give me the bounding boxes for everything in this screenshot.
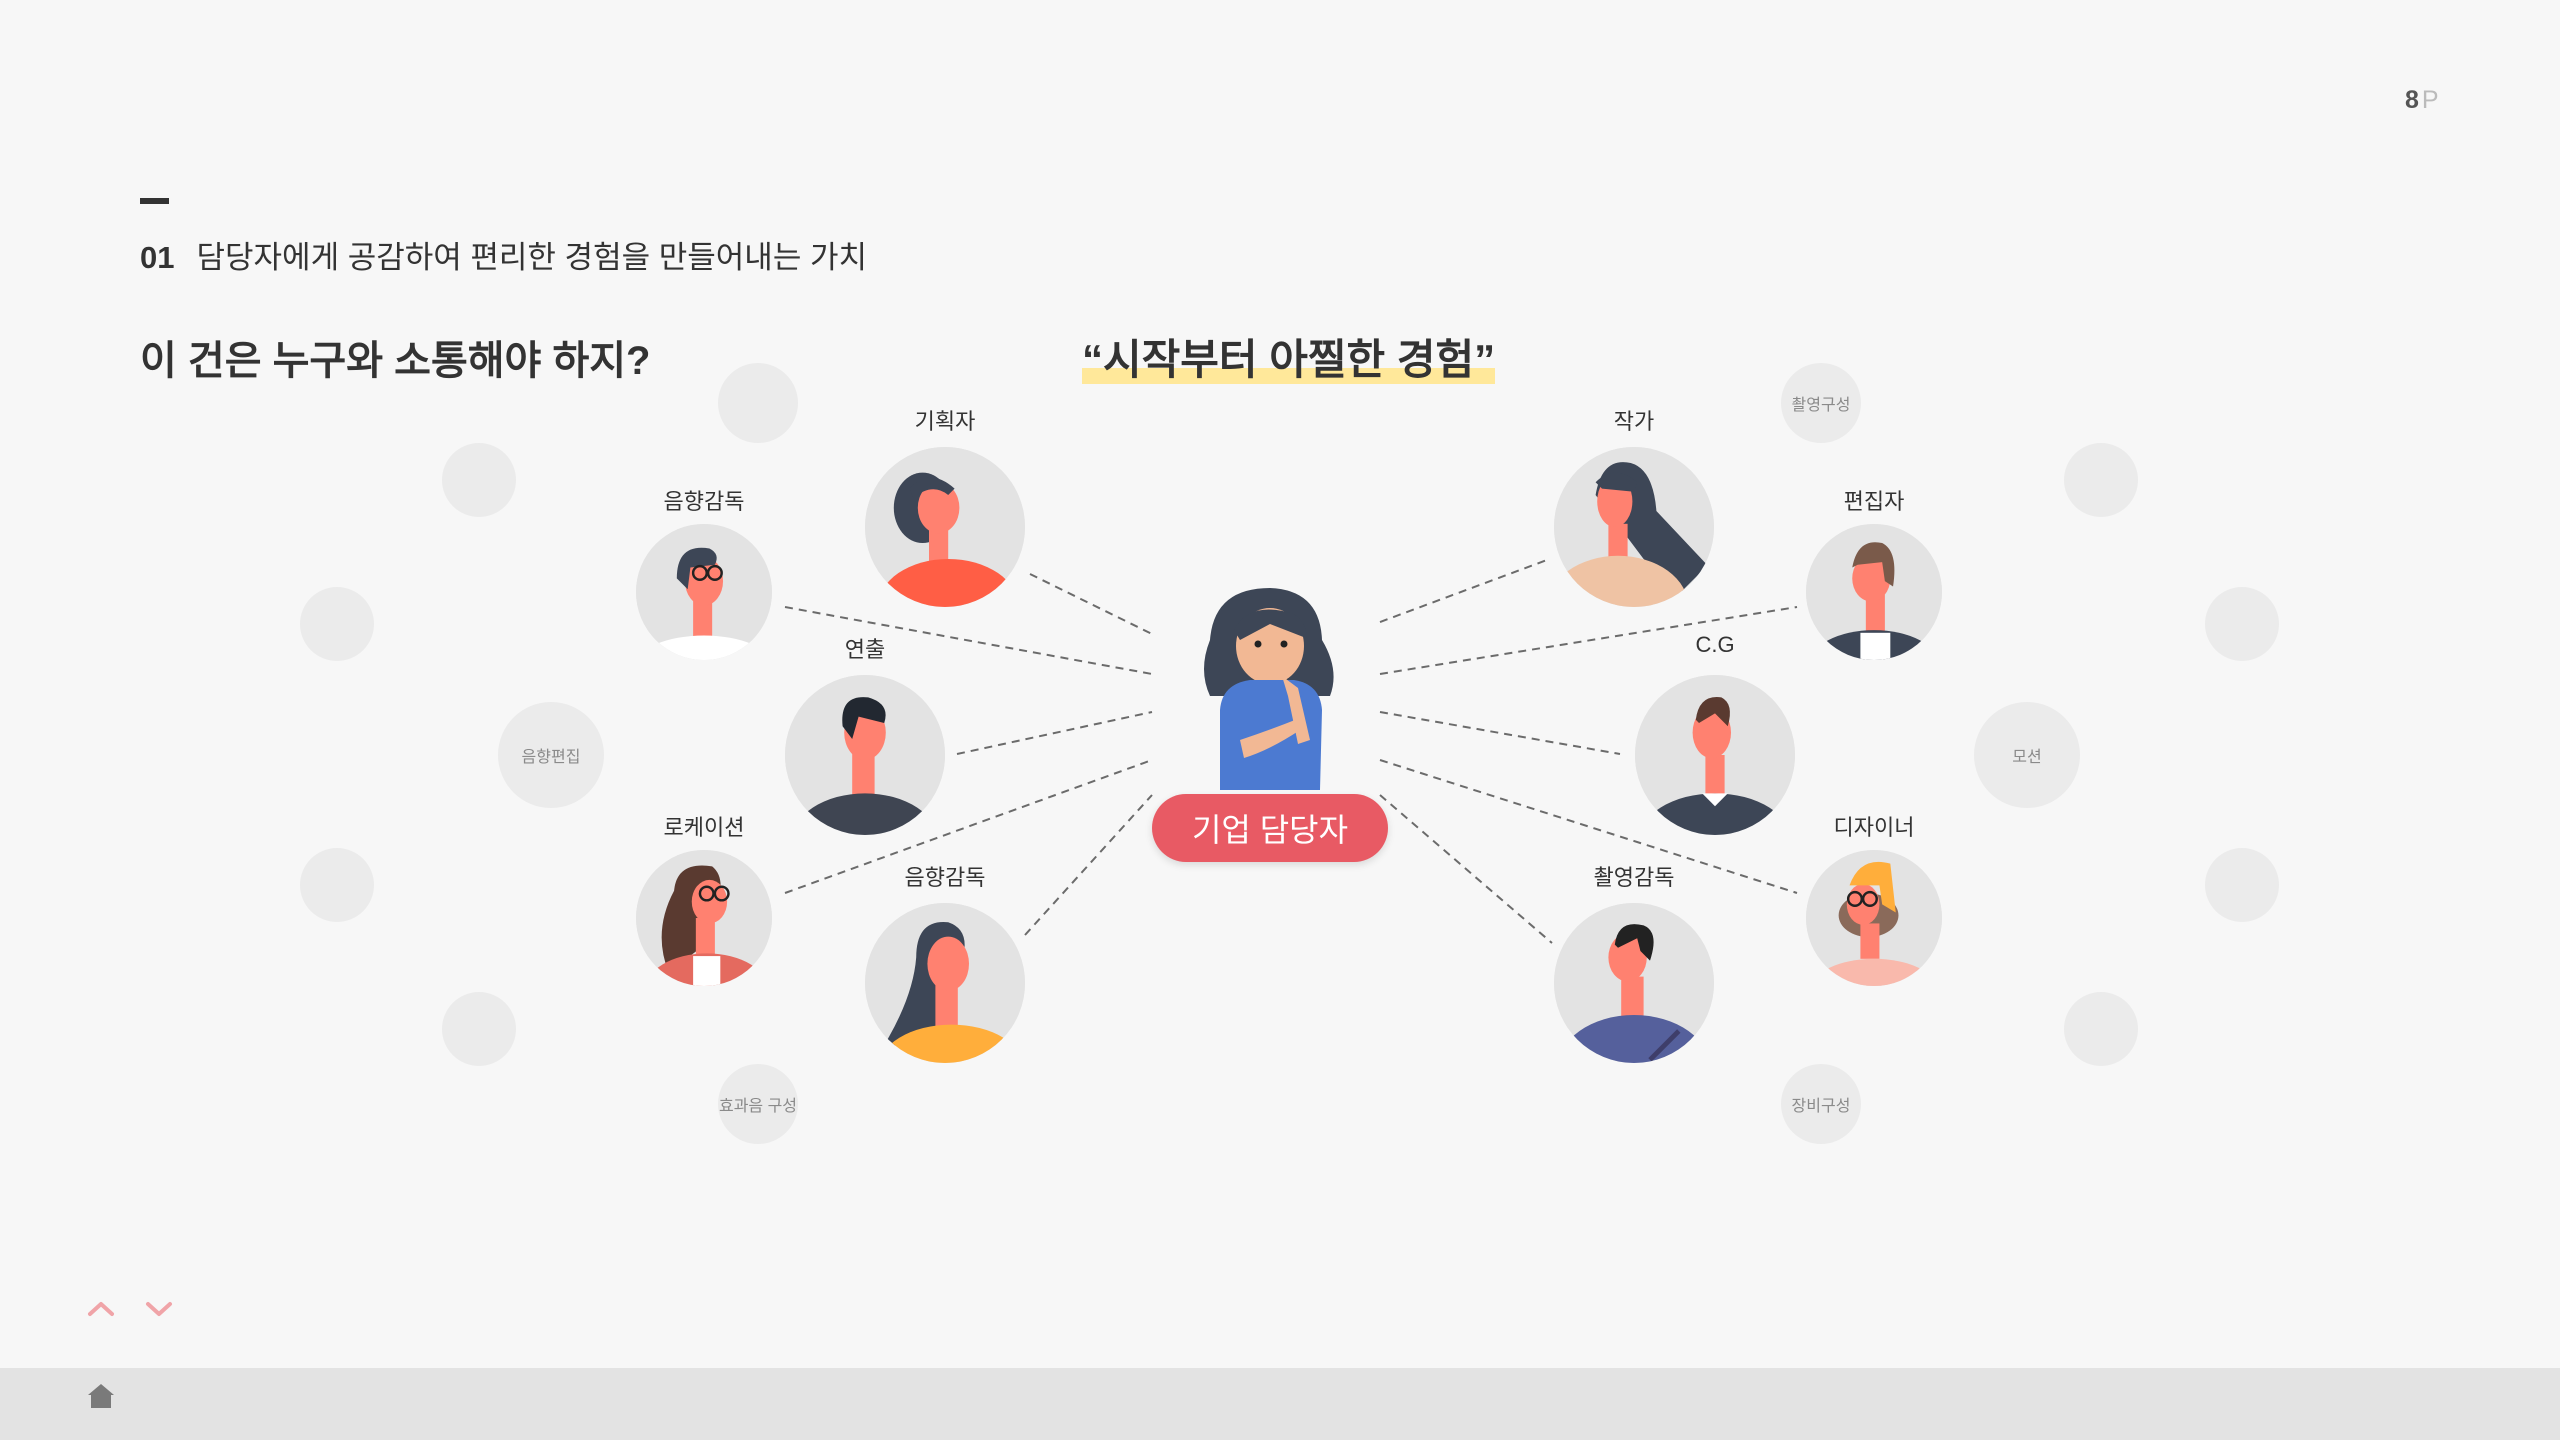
role-label-location: 로케이션 xyxy=(663,815,745,840)
ghost-tag-shoot-plan: 촬영구성 xyxy=(1781,363,1861,443)
avatar-planner[interactable] xyxy=(865,447,1025,607)
avatar-cg[interactable] xyxy=(1635,675,1795,835)
avatar-editor[interactable] xyxy=(1806,524,1942,660)
role-label-cg: C.G xyxy=(1695,632,1735,657)
question-heading: 이 건은 누구와 소통해야 하지? xyxy=(140,339,651,383)
avatar-location[interactable] xyxy=(636,850,772,986)
person-icon xyxy=(636,524,772,660)
avatar-sound-director-2[interactable] xyxy=(865,903,1025,1063)
role-label-sound-director-2: 음향감독 xyxy=(904,865,986,890)
quote-text: “시작부터 아찔한 경험” xyxy=(1082,336,1496,383)
ghost-tag-equipment: 장비구성 xyxy=(1781,1064,1861,1144)
avatar-cinematographer[interactable] xyxy=(1554,903,1714,1063)
corporate-manager-figure xyxy=(1204,588,1334,790)
person-icon xyxy=(1806,524,1942,660)
person-icon xyxy=(1554,447,1714,607)
chevron-up-icon[interactable] xyxy=(86,1296,116,1320)
corporate-manager-button[interactable]: 기업 담당자 xyxy=(1152,794,1388,862)
section-divider xyxy=(140,198,169,204)
avatar-writer[interactable] xyxy=(1554,447,1714,607)
ghost-circle xyxy=(2205,848,2279,922)
section-number: 01 xyxy=(140,240,175,275)
page-suffix: P xyxy=(2421,86,2439,114)
person-icon xyxy=(1635,675,1795,835)
role-label-director: 연출 xyxy=(844,637,886,662)
home-icon[interactable] xyxy=(86,1382,116,1410)
role-label-sound-director: 음향감독 xyxy=(663,489,745,514)
person-icon xyxy=(1554,903,1714,1063)
role-label-editor: 편집자 xyxy=(1843,489,1905,514)
role-label-cinematographer: 촬영감독 xyxy=(1593,865,1675,890)
avatar-sound-director[interactable] xyxy=(636,524,772,660)
person-icon xyxy=(865,447,1025,607)
avatar-designer[interactable] xyxy=(1806,850,1942,986)
ghost-circle xyxy=(2064,443,2138,517)
page-number-value: 8 xyxy=(2405,86,2419,114)
section-heading: 01 담당자에게 공감하여 편리한 경험을 만들어내는 가치 xyxy=(140,232,867,277)
ghost-tag-sound-edit: 음향편집 xyxy=(498,702,604,808)
ghost-tag-sfx: 효과음 구성 xyxy=(718,1064,798,1144)
ghost-circle xyxy=(300,587,374,661)
role-label-writer: 작가 xyxy=(1613,409,1655,434)
ghost-circle xyxy=(2205,587,2279,661)
person-icon xyxy=(785,675,945,835)
footer-bar xyxy=(0,1368,2560,1440)
ghost-circle xyxy=(2064,992,2138,1066)
ghost-circle xyxy=(300,848,374,922)
ghost-circle xyxy=(718,363,798,443)
section-title: 담당자에게 공감하여 편리한 경험을 만들어내는 가치 xyxy=(196,240,867,275)
quote-heading: “시작부터 아찔한 경험” xyxy=(1082,326,1496,387)
person-icon xyxy=(865,903,1025,1063)
ghost-circle xyxy=(442,443,516,517)
ghost-circle xyxy=(442,992,516,1066)
role-label-planner: 기획자 xyxy=(914,409,976,434)
person-icon xyxy=(1806,850,1942,986)
ghost-tag-motion: 모션 xyxy=(1974,702,2080,808)
role-label-designer: 디자이너 xyxy=(1833,815,1915,840)
chevron-down-icon[interactable] xyxy=(144,1296,174,1320)
avatar-director[interactable] xyxy=(785,675,945,835)
person-icon xyxy=(636,850,772,986)
